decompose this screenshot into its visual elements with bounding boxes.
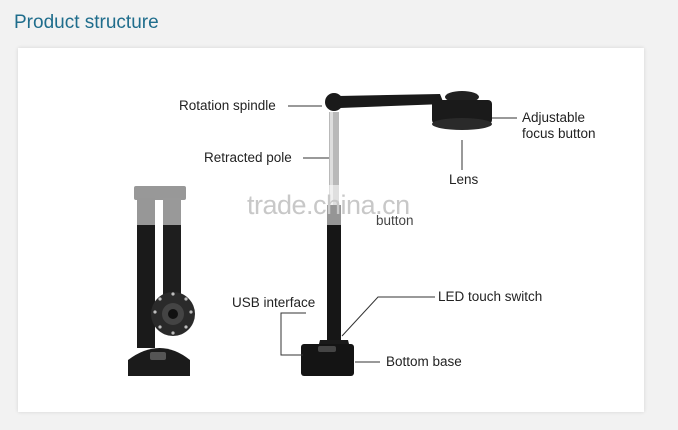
page-title: Product structure: [14, 12, 159, 33]
label-lens: Lens: [449, 172, 479, 187]
label-led-touch-switch: LED touch switch: [438, 289, 543, 304]
label-adjustable-focus-line2: focus button: [522, 126, 596, 141]
button-label-fragment: button: [376, 213, 414, 228]
label-rotation-spindle: Rotation spindle: [179, 98, 276, 113]
standing-scanner-image: [301, 91, 492, 376]
label-retracted-pole: Retracted pole: [204, 150, 292, 165]
label-usb-interface: USB interface: [232, 295, 316, 310]
label-bottom-base: Bottom base: [386, 354, 462, 369]
label-adjustable-focus-line1: Adjustable: [522, 110, 586, 125]
leader-lines: [280, 105, 517, 363]
watermark: trade.china.cn: [247, 190, 410, 220]
watermark-band: [18, 185, 644, 225]
